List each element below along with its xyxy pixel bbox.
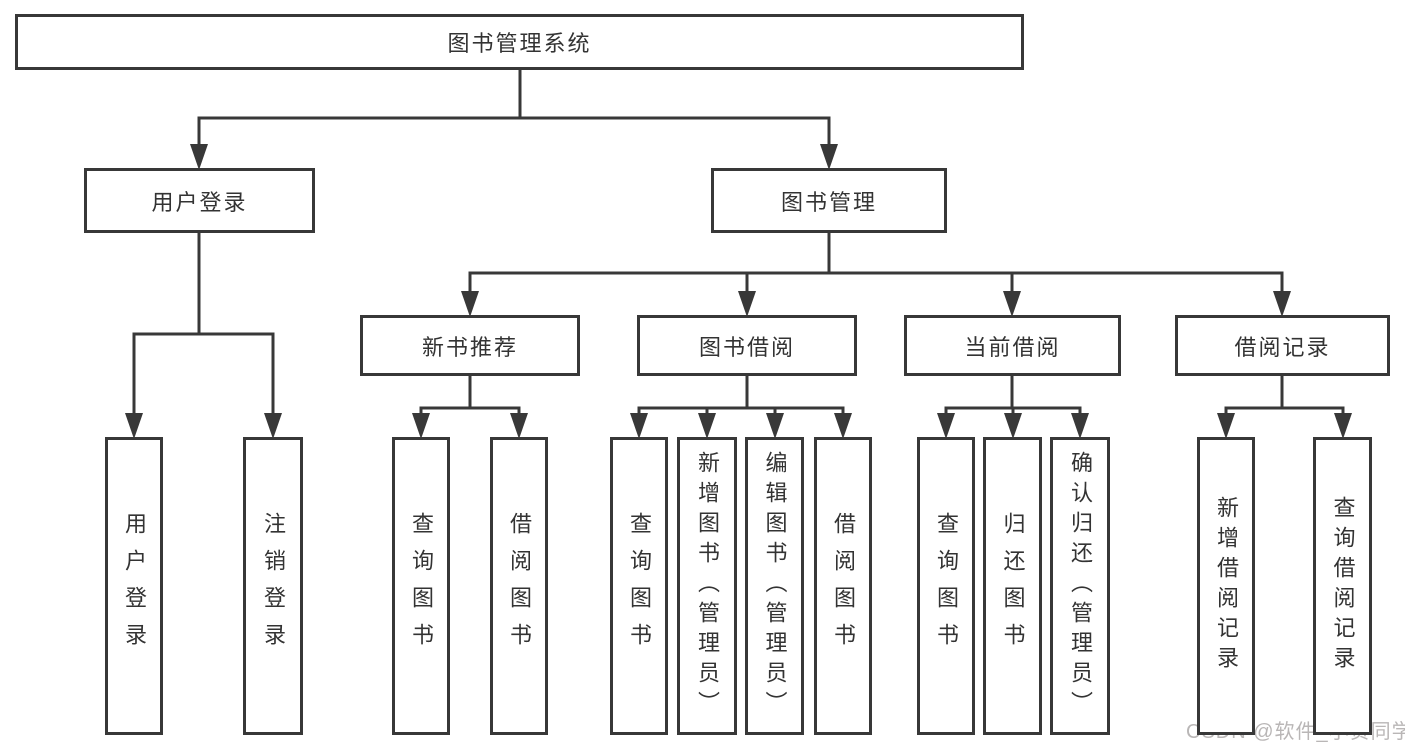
node-bb-query-book: 查询图书 xyxy=(610,437,668,735)
node-label: 当前借阅 xyxy=(964,334,1061,360)
node-rec-borrow-book: 借阅图书 xyxy=(490,437,548,735)
node-label: 查询图书 xyxy=(934,512,959,660)
arrowhead-icon xyxy=(125,413,143,439)
node-borrow-records: 借阅记录 xyxy=(1175,315,1390,376)
node-user-login-group: 用户登录 xyxy=(84,168,315,233)
node-user-login: 用户登录 xyxy=(105,437,163,735)
arrowhead-icon xyxy=(461,291,479,317)
node-label: 借阅图书 xyxy=(507,512,532,660)
arrowhead-icon xyxy=(1273,291,1291,317)
arrowhead-icon xyxy=(1004,413,1022,439)
node-br-query-record: 查询借阅记录 xyxy=(1313,437,1372,735)
node-rec-query-book: 查询图书 xyxy=(392,437,450,735)
node-label: 确认归还（管理员） xyxy=(1068,451,1093,721)
node-bb-borrow-book: 借阅图书 xyxy=(814,437,872,735)
node-logout: 注销登录 xyxy=(243,437,303,735)
arrowhead-icon xyxy=(834,413,852,439)
node-label: 借阅图书 xyxy=(831,512,856,660)
node-cb-confirm-return: 确认归还（管理员） xyxy=(1050,437,1110,735)
node-label: 查询图书 xyxy=(627,512,652,660)
arrowhead-icon xyxy=(264,413,282,439)
node-bb-add-book: 新增图书（管理员） xyxy=(677,437,737,735)
arrowhead-icon xyxy=(1003,291,1021,317)
node-label: 图书管理 xyxy=(780,189,877,215)
node-br-add-record: 新增借阅记录 xyxy=(1197,437,1255,735)
node-new-book-rec: 新书推荐 xyxy=(360,315,580,376)
node-current-borrow: 当前借阅 xyxy=(904,315,1121,376)
node-label: 注销登录 xyxy=(261,512,286,660)
node-label: 编辑图书（管理员） xyxy=(762,451,788,721)
node-book-mgmt-group: 图书管理 xyxy=(711,168,947,233)
arrowhead-icon xyxy=(1071,413,1089,439)
node-label: 新增借阅记录 xyxy=(1214,496,1239,676)
arrowhead-icon xyxy=(190,144,208,170)
node-label: 新增图书（管理员） xyxy=(695,451,720,721)
arrowhead-icon xyxy=(412,413,430,439)
node-label: 图书借阅 xyxy=(698,334,795,360)
arrowhead-icon xyxy=(698,413,716,439)
node-label: 归还图书 xyxy=(1000,512,1026,660)
node-label: 查询图书 xyxy=(409,512,434,660)
node-root: 图书管理系统 xyxy=(15,14,1024,70)
node-bb-edit-book: 编辑图书（管理员） xyxy=(745,437,804,735)
arrowhead-icon xyxy=(820,144,838,170)
arrowhead-icon xyxy=(510,413,528,439)
arrowhead-icon xyxy=(766,413,784,439)
arrowhead-icon xyxy=(1217,413,1235,439)
node-label: 查询借阅记录 xyxy=(1330,496,1356,676)
node-label: 用户登录 xyxy=(151,189,248,215)
node-label: 新书推荐 xyxy=(421,334,518,360)
node-cb-return-book: 归还图书 xyxy=(983,437,1042,735)
node-book-borrow: 图书借阅 xyxy=(637,315,857,376)
node-label: 用户登录 xyxy=(122,512,147,660)
arrowhead-icon xyxy=(1334,413,1352,439)
node-label: 借阅记录 xyxy=(1234,334,1331,360)
arrowhead-icon xyxy=(738,291,756,317)
arrowhead-icon xyxy=(630,413,648,439)
node-cb-query-book: 查询图书 xyxy=(917,437,975,735)
node-label: 图书管理系统 xyxy=(447,31,592,56)
arrowhead-icon xyxy=(937,413,955,439)
